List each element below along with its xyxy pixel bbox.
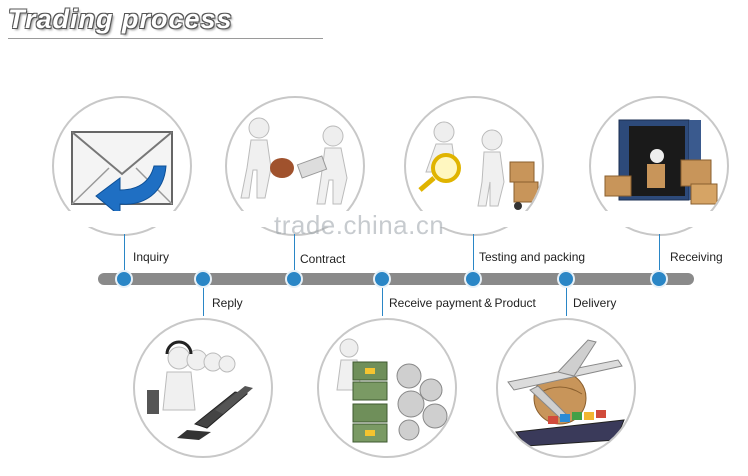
- plane-ship-globe-icon: [507, 339, 625, 447]
- contract-stem: [294, 234, 295, 278]
- contract-image-cut: [225, 211, 365, 227]
- contract-node: [285, 270, 303, 288]
- receiving-image-cut: [589, 211, 729, 227]
- title-underline: [8, 38, 323, 39]
- receiving-stem: [659, 234, 660, 278]
- delivery-image: [496, 318, 636, 458]
- magnifier-box-icon: [418, 121, 539, 210]
- contract-label: Contract: [300, 252, 346, 266]
- watermark: trade.china.cn: [274, 210, 445, 240]
- inquiry-node: [115, 270, 133, 288]
- container-icon: [604, 119, 718, 205]
- inquiry-stem: [124, 234, 125, 278]
- testing-packing-image-cut: [404, 211, 544, 227]
- envelope-icon: [71, 131, 173, 218]
- inquiry-image-cut: [52, 211, 192, 227]
- call-center-icon: [147, 340, 253, 440]
- inquiry-label: Inquiry: [133, 250, 170, 264]
- reply-stem: [203, 280, 204, 316]
- delivery-stem: [566, 280, 567, 316]
- receiving-label: Receiving: [670, 250, 723, 264]
- receive-payment-image: [317, 318, 457, 458]
- contract-figures-icon: [240, 117, 348, 205]
- delivery-label: Delivery: [573, 296, 617, 310]
- testing-packing-label: Testing and packing: [479, 250, 586, 264]
- reply-label: Reply: [212, 296, 243, 310]
- receiving-node: [650, 270, 668, 288]
- page-title: Trading process: [8, 4, 233, 34]
- receive-payment-node: [373, 270, 391, 288]
- delivery-node: [557, 270, 575, 288]
- timeline-bar: [98, 273, 694, 285]
- money-gears-icon: [336, 338, 448, 443]
- receive-payment-stem: [382, 280, 383, 316]
- receive-payment-label: Receive payment & Product: [389, 296, 536, 310]
- testing-packing-stem: [473, 234, 474, 278]
- reply-image: [133, 318, 273, 458]
- reply-node: [194, 270, 212, 288]
- testing-packing-node: [464, 270, 482, 288]
